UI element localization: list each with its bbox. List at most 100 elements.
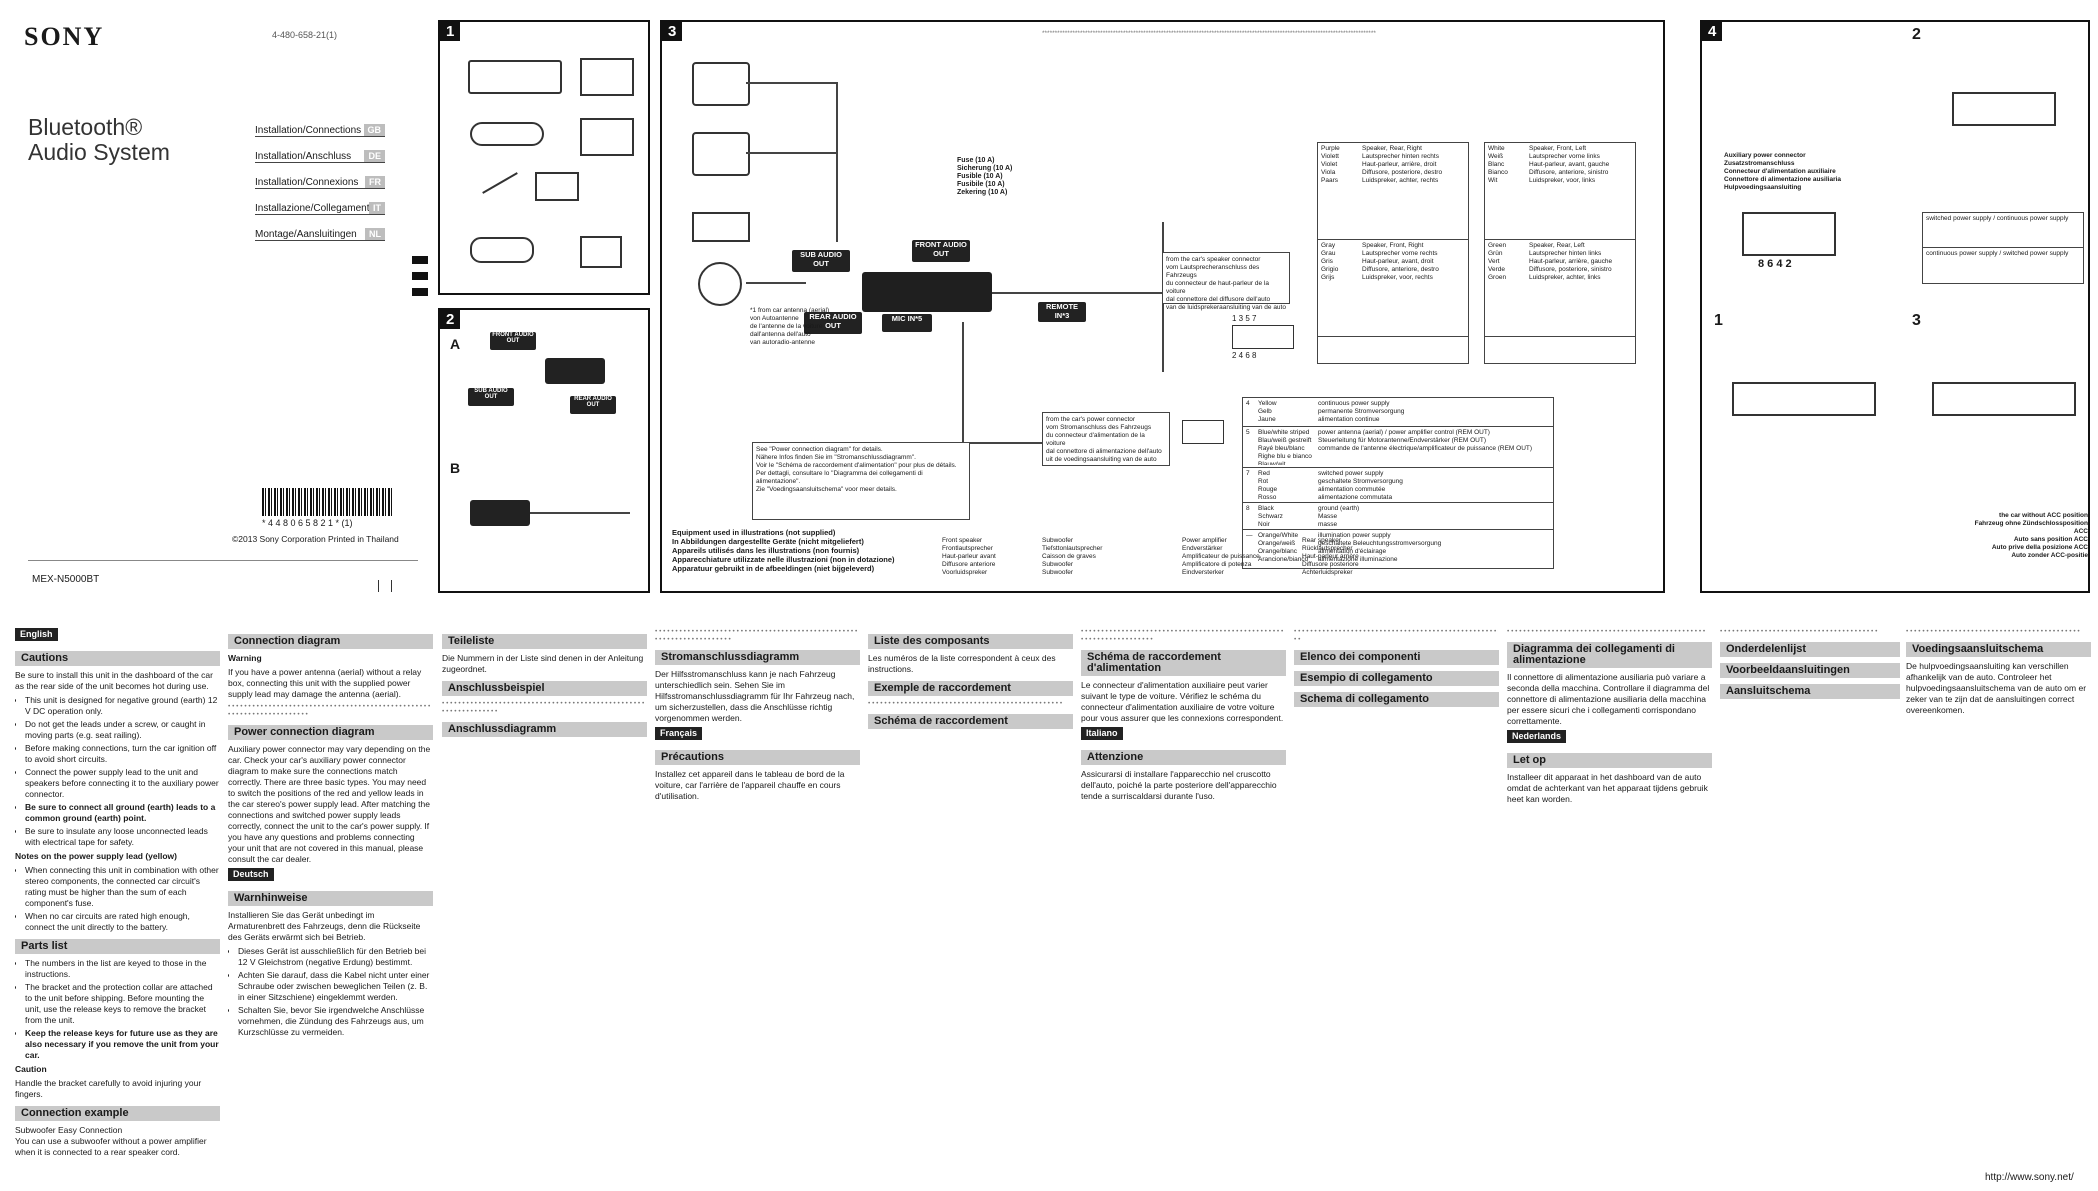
pin-number: 7 [1246,470,1250,477]
legend-rear-speaker: Rear speaker Rücklautsprecher Haut-parle… [1302,537,1359,576]
language-row-it: Installazione/Collegamenti IT [255,196,385,215]
wire-color: White Weiß Blanc Bianco Wit [1488,145,1508,184]
table-row: White Weiß Blanc Bianco Wit Speaker, Fro… [1485,143,1635,240]
subheading: Notes on the power supply lead (yellow) [15,851,177,861]
red-desc: continuous power supply / switched power… [1926,250,2069,257]
speaker-icon [692,132,750,176]
wire-color: Orange/White Orange/weiß Orange/blanc Ar… [1258,532,1309,562]
list-item: When connecting this unit in combination… [25,865,220,909]
language-tag: English [15,628,58,641]
harness-illustration [1932,382,2076,416]
table-row: 7 Red Rot Rouge Rosso Rood switched powe… [1243,468,1553,503]
section-heading: Anschlussbeispiel [442,681,647,696]
paragraph: Der Hilfsstromanschluss kann je nach Fah… [655,669,855,723]
language-tag: Français [655,727,703,740]
filler-text: • • • • • • • • • • • • • • • • • • • • … [1081,628,1284,643]
connection-diagram-panel: 3 SUB AUDIO OUT FRONT AUDIO OUT REAR AUD… [660,20,1665,593]
language-label: Installation/Connections [255,125,362,136]
filler-text: • • • • • • • • • • • • • • • • • • • • … [1507,628,1706,635]
section-heading: Parts list [15,939,220,954]
pin-number: 4 [1246,400,1250,407]
wire-description: continuous power supply permanente Strom… [1318,400,1405,423]
harness-illustration [1952,92,2056,126]
paragraph: Die Nummern in der Liste sind denen in d… [442,653,644,674]
section-heading: Schéma de raccordement d'alimentation [1081,650,1286,676]
wire-description: Speaker, Rear, Left Lautsprecher hinten … [1529,242,1613,281]
section-heading: Teileliste [442,634,647,649]
paragraph: Les numéros de la liste correspondent à … [868,653,1056,674]
mic-in-label: MIC IN*5 [882,314,932,332]
rear-audio-out-tag: REAR AUDIO OUT [570,396,616,414]
car-speaker-connector-note: from the car's speaker connector vom Lau… [1162,252,1290,311]
speaker-wire-table-right: White Weiß Blanc Bianco Wit Speaker, Fro… [1484,142,1636,364]
footer-url: http://www.sony.net/ [1985,1172,2074,1183]
cover-panel: SONY 4-480-658-21(1) Bluetooth® Audio Sy… [0,0,430,600]
wire-color: Green Grün Vert Verde Groen [1488,242,1507,281]
pin-numbers-bottom: 2 4 6 8 [1232,351,1257,360]
part-screws-illustration [482,172,518,194]
parts-panel: 1 [438,20,650,295]
sub-audio-out-tag: SUB AUDIO OUT [468,388,514,406]
paragraph: Le connecteur d'alimentation auxiliaire … [1081,680,1284,723]
language-row-de: Installation/Anschluss DE [255,144,385,163]
front-audio-out-tag: FRONT AUDIO OUT [490,332,536,350]
speaker-connector-pins: 1 3 5 7 2 4 6 8 [1232,314,1294,360]
filler-text: • • • • • • • • • • • • • • • • • • • • … [1720,628,1878,635]
wire [746,82,836,84]
language-code: GB [363,124,385,136]
footnotes-column: ****************************************… [1042,30,1376,37]
section-heading: Anschlussdiagramm [442,722,647,737]
list-item: Connect the power supply lead to the uni… [25,767,220,800]
language-label: Installation/Connexions [255,177,359,188]
head-unit-rear [862,272,992,312]
paragraph: Il connettore di alimentazione ausiliari… [1507,672,1710,726]
section-heading: Onderdelenlijst [1720,642,1900,657]
fuse-label: Fuse (10 A) Sicherung (10 A) Fusible (10… [957,157,1013,196]
language-code: NL [365,228,385,240]
pin-numbers-top: 1 3 5 7 [1232,314,1257,323]
title-line-2: Audio System [28,139,170,165]
subheading: Caution [15,1064,47,1074]
section-heading: Warnhinweise [228,891,433,906]
section-heading: Exemple de raccordement [868,681,1073,696]
head-unit-illustration-b [470,500,530,526]
wire-color: Purple Violett Violet Viola Paars [1321,145,1340,184]
wire-color: Red Rot Rouge Rosso Rood [1258,470,1278,500]
wire-color: Gray Grau Gris Grigio Grijs [1321,242,1339,281]
language-label: Installation/Anschluss [255,151,352,162]
section-heading: Schema di collegamento [1294,692,1499,707]
subfigure-2: 2 [1912,26,1921,43]
model-name: MEX-N5000BT [32,574,100,585]
language-label: Montage/Aansluitingen [255,229,357,240]
connector-icon [1232,325,1294,349]
sony-logo: SONY [24,22,105,51]
table-row: Green Grün Vert Verde Groen Speaker, Rea… [1485,240,1635,337]
language-row-nl: Montage/Aansluitingen NL [255,222,385,241]
figure-number: 1 [440,22,461,41]
language-row-fr: Installation/Connexions FR [255,170,385,189]
section-heading: Connection diagram [228,634,433,649]
car-power-connector-note: from the car's power connector vom Strom… [1042,412,1170,466]
no-acc-note: the car without ACC position Fahrzeug oh… [1974,512,2088,559]
section-heading: Stromanschlussdiagramm [655,650,860,665]
harness-illustration [1732,382,1876,416]
section-heading: Voorbeeldaansluitingen [1720,663,1900,678]
pin-number: 8 [1246,505,1250,512]
part-label-illustration [580,236,622,268]
legend-power-amplifier: Power amplifier Endverstärker Amplificat… [1182,537,1260,576]
section-heading: Schéma de raccordement [868,714,1073,729]
wire-description: ground (earth) Masse masse massa aarde [1318,505,1360,527]
list-item: Schalten Sie, bevor Sie irgendwelche Ans… [238,1005,433,1038]
connection-example-panel: 2 A B FRONT AUDIO OUT SUB AUDIO OUT REAR… [438,308,650,593]
wire [962,442,1092,444]
section-heading: Connection example [15,1106,220,1121]
wire-color: Yellow Gelb Jaune Giallo Geel [1258,400,1277,423]
car-antenna-note: *1 from car antenna (aerial) von Autoant… [750,307,830,346]
wire [746,282,806,284]
product-title: Bluetooth® Audio System [28,115,170,165]
table-row: 5 Blue/white striped Blau/weiß gestreift… [1243,427,1553,468]
doc-code: 4-480-658-21(1) [272,30,338,40]
edge-mark [412,288,428,296]
language-tag: Deutsch [228,868,274,881]
subheading: Warning [228,653,262,663]
